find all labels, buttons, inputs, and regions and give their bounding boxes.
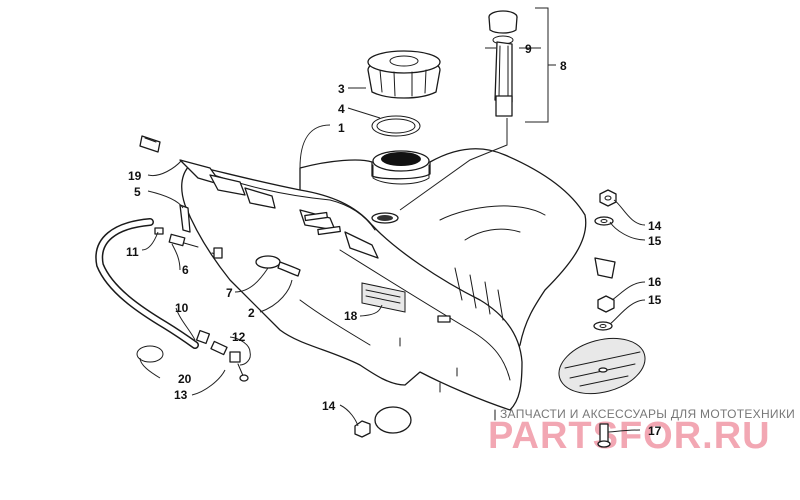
callout-9: 9 [525, 42, 532, 56]
fuel-hose [95, 218, 199, 349]
callout-6: 6 [182, 263, 189, 277]
warning-label [361, 282, 406, 313]
callout-1: 1 [338, 121, 345, 135]
cap-gasket [371, 115, 421, 137]
watermark: PARTSFOR.RU ЗАПЧАСТИ И АКСЕССУАРЫ ДЛЯ МО… [488, 407, 795, 457]
filler-cap [367, 50, 441, 99]
clip [139, 135, 161, 153]
callout-11: 11 [126, 245, 139, 259]
callout-14-lower: 14 [322, 399, 336, 413]
callout-19: 19 [128, 169, 142, 183]
bracket [179, 204, 191, 233]
callout-18: 18 [344, 309, 358, 323]
fuel-fittings [195, 329, 249, 382]
callout-14-upper: 14 [648, 219, 662, 233]
callout-10: 10 [175, 301, 189, 315]
mount-hardware [354, 189, 646, 448]
leader-lines [139, 7, 646, 433]
callout-8: 8 [560, 59, 567, 73]
callout-13: 13 [174, 388, 188, 402]
fuel-valve [154, 227, 223, 259]
callout-17: 17 [648, 424, 662, 438]
callout-4: 4 [338, 102, 345, 116]
callout-5: 5 [134, 185, 141, 199]
callout-16: 16 [648, 275, 662, 289]
callout-numbers: 1 2 3 4 5 6 7 8 9 10 11 12 13 14 14 15 1… [126, 42, 662, 438]
callout-7: 7 [226, 286, 233, 300]
fuel-tank [179, 148, 616, 421]
hose-clamp [136, 345, 164, 363]
callout-20: 20 [178, 372, 192, 386]
callout-2: 2 [248, 306, 255, 320]
callout-15-lower: 15 [648, 293, 662, 307]
fuel-gauge-sender [488, 10, 518, 117]
watermark-tagline: ЗАПЧАСТИ И АКСЕССУАРЫ ДЛЯ МОТОТЕХНИКИ [500, 407, 795, 421]
callout-12: 12 [232, 330, 246, 344]
callout-3: 3 [338, 82, 345, 96]
callout-15-upper: 15 [648, 234, 662, 248]
watermark-site: PARTSFOR.RU [488, 415, 771, 457]
